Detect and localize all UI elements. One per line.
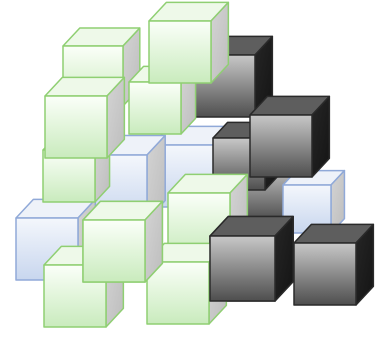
cube-front-face (249, 114, 313, 178)
cube-front-face (146, 261, 210, 325)
cube-front-face (293, 242, 357, 306)
green-cube (148, 1, 230, 84)
cubes-layer (15, 1, 375, 328)
cube-front-face (209, 235, 276, 302)
green-cube (82, 200, 164, 283)
cube-front-face (128, 81, 182, 135)
dark-cube (249, 95, 331, 178)
dark-cube (293, 223, 375, 306)
cube-front-face (148, 20, 212, 84)
dark-cube (209, 215, 294, 302)
cube-front-face (44, 95, 108, 159)
cube-front-face (82, 219, 146, 283)
green-cube (44, 76, 126, 159)
